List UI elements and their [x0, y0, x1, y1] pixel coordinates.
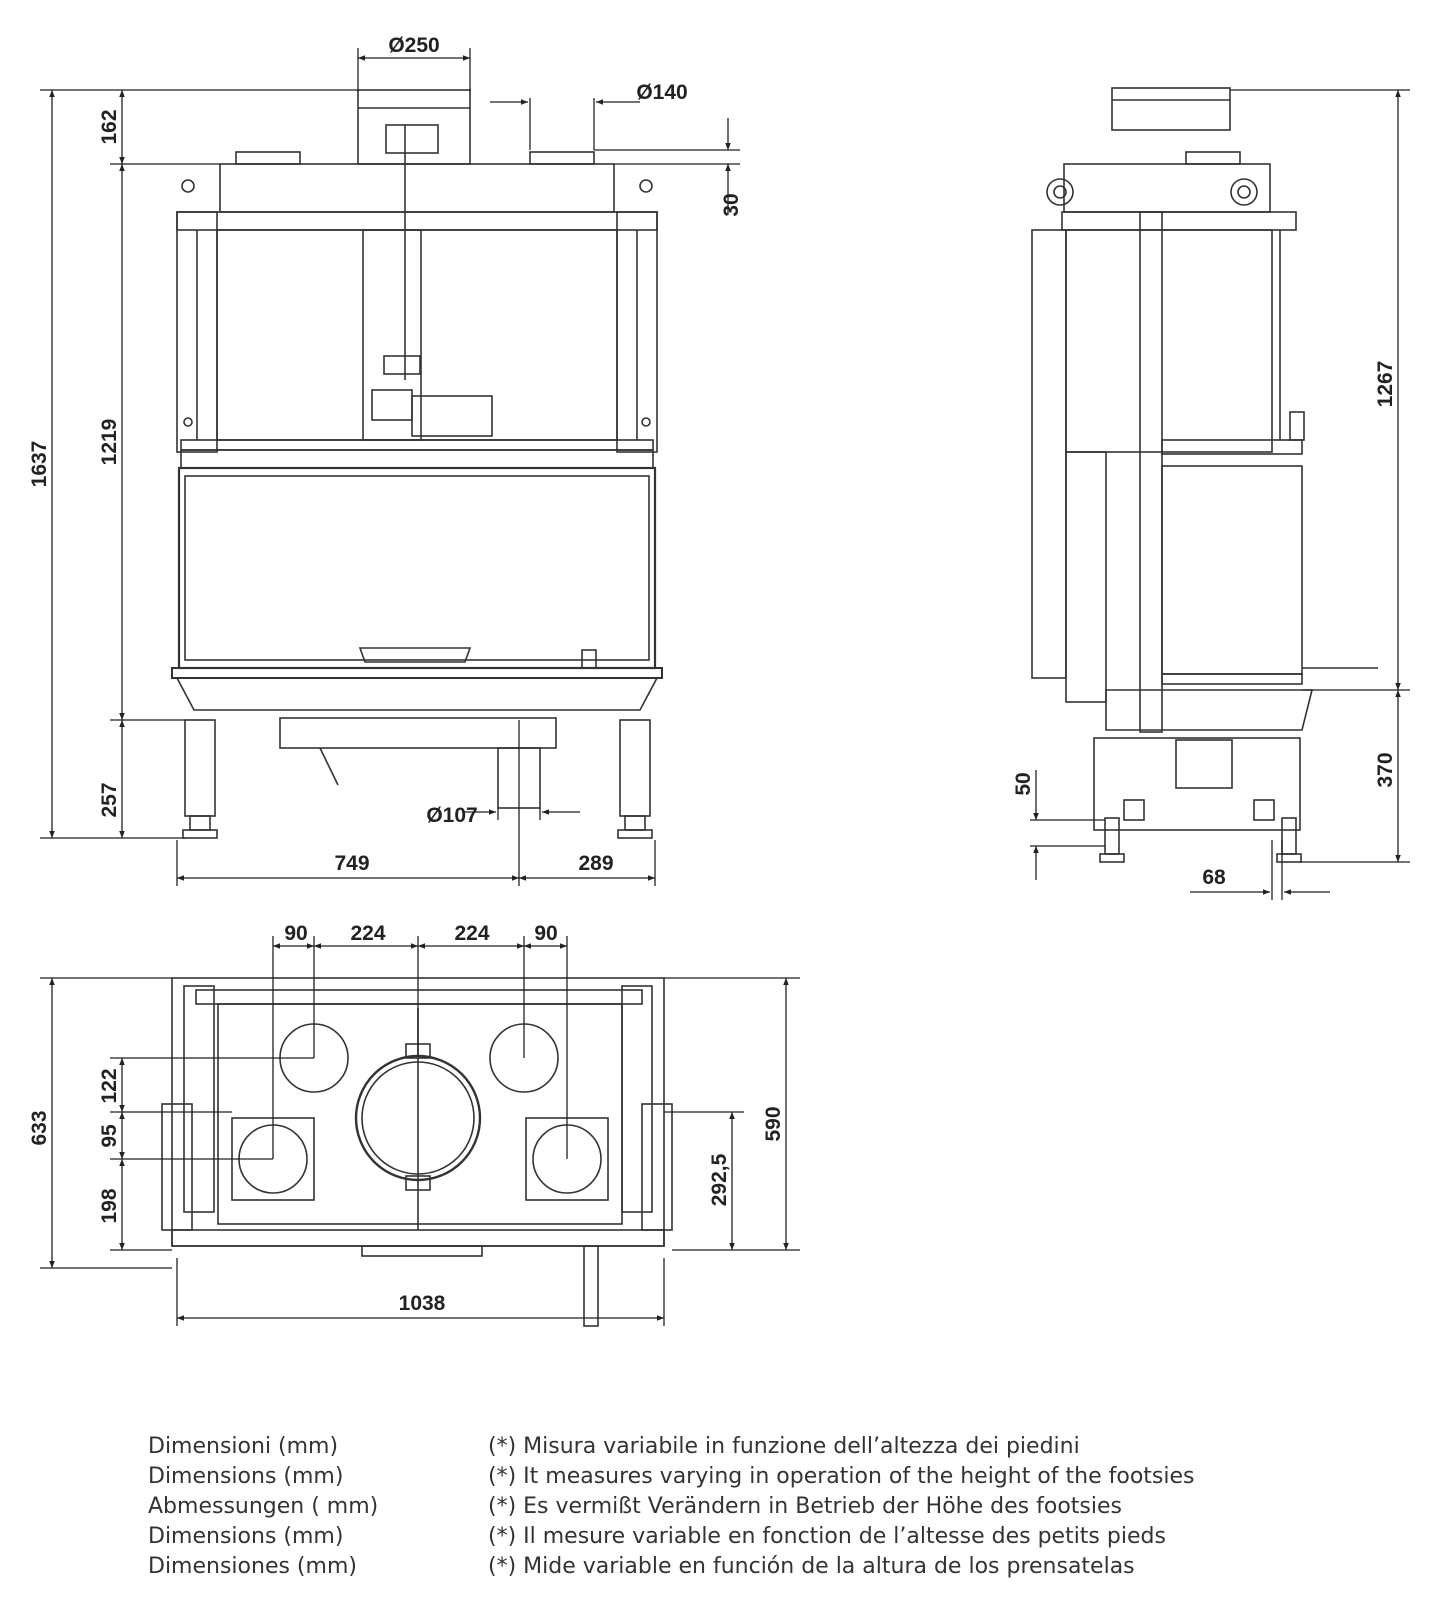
side-view — [1031, 87, 1378, 863]
dim-height-to-base: 1267 — [1374, 361, 1397, 408]
legend-label-en: Dimensions (mm) — [148, 1464, 344, 1489]
front-view — [171, 89, 663, 839]
legend-label-es: Dimensiones (mm) — [148, 1554, 357, 1579]
top-view-dimension-labels: 90 224 224 90 633 122 95 198 590 292,5 1… — [28, 922, 785, 1315]
dim-overall-height: 1637 — [28, 441, 51, 488]
dim-body-height: 1219 — [98, 419, 121, 466]
dim-inner-depth: 590 — [762, 1106, 785, 1141]
legend-label-it: Dimensioni (mm) — [148, 1434, 339, 1459]
dim-width-to-inlet: 749 — [334, 852, 369, 875]
side-view-dimensions — [1030, 89, 1410, 900]
dim-outlet-offset: 292,5 — [708, 1153, 731, 1206]
front-view-dimensions — [40, 48, 740, 886]
dim-foot-offset: 68 — [1202, 866, 1226, 889]
dim-flue-diameter: Ø250 — [388, 34, 439, 57]
legend-note-en: (*) It measures varying in operation of … — [488, 1464, 1195, 1489]
dim-collar-height: 30 — [720, 193, 743, 216]
dim-air-inlet-diameter: Ø107 — [426, 804, 477, 827]
dim-spacing-left-inner: 224 — [350, 922, 385, 945]
dim-overall-depth: 633 — [28, 1110, 51, 1145]
dim-overall-width: 1038 — [399, 1292, 446, 1315]
legend-label-de: Abmessungen ( mm) — [148, 1494, 379, 1519]
top-view — [161, 977, 673, 1327]
legend-notes: (*) Misura variabile in funzione dell’al… — [488, 1432, 1195, 1582]
dim-spacing-right-outer: 90 — [534, 922, 557, 945]
technical-drawing: Ø250 Ø140 30 1637 162 1219 257 Ø107 749 … — [28, 34, 1410, 1327]
dim-inlet-to-edge: 289 — [578, 852, 613, 875]
dim-depth-lower: 198 — [98, 1188, 121, 1223]
dim-leg-height: 257 — [98, 782, 121, 817]
top-view-dimensions — [40, 936, 800, 1326]
dim-depth-upper: 122 — [98, 1068, 121, 1103]
dim-side-outlet-diameter: Ø140 — [636, 81, 687, 104]
legend-note-de: (*) Es vermißt Verändern in Betrieb der … — [488, 1494, 1122, 1519]
legend-note-it: (*) Misura variabile in funzione dell’al… — [488, 1434, 1080, 1459]
dim-top-height: 162 — [98, 109, 121, 144]
dim-spacing-left-outer: 90 — [284, 922, 307, 945]
dim-foot-height: 50 — [1012, 772, 1035, 795]
legend-note-es: (*) Mide variable en función de la altur… — [488, 1554, 1135, 1579]
legend-label-fr: Dimensions (mm) — [148, 1524, 344, 1549]
legend-note-fr: (*) Il mesure variable en fonction de l’… — [488, 1524, 1166, 1549]
side-view-dimension-labels: 1267 370 50 68 — [1012, 361, 1397, 889]
legend-labels: Dimensioni (mm) Dimensions (mm) Abmessun… — [148, 1432, 378, 1582]
dim-base-height: 370 — [1374, 752, 1397, 787]
front-view-dimension-labels: Ø250 Ø140 30 1637 162 1219 257 Ø107 749 … — [28, 34, 743, 875]
dim-spacing-right-inner: 224 — [454, 922, 489, 945]
dim-depth-middle: 95 — [98, 1124, 121, 1148]
